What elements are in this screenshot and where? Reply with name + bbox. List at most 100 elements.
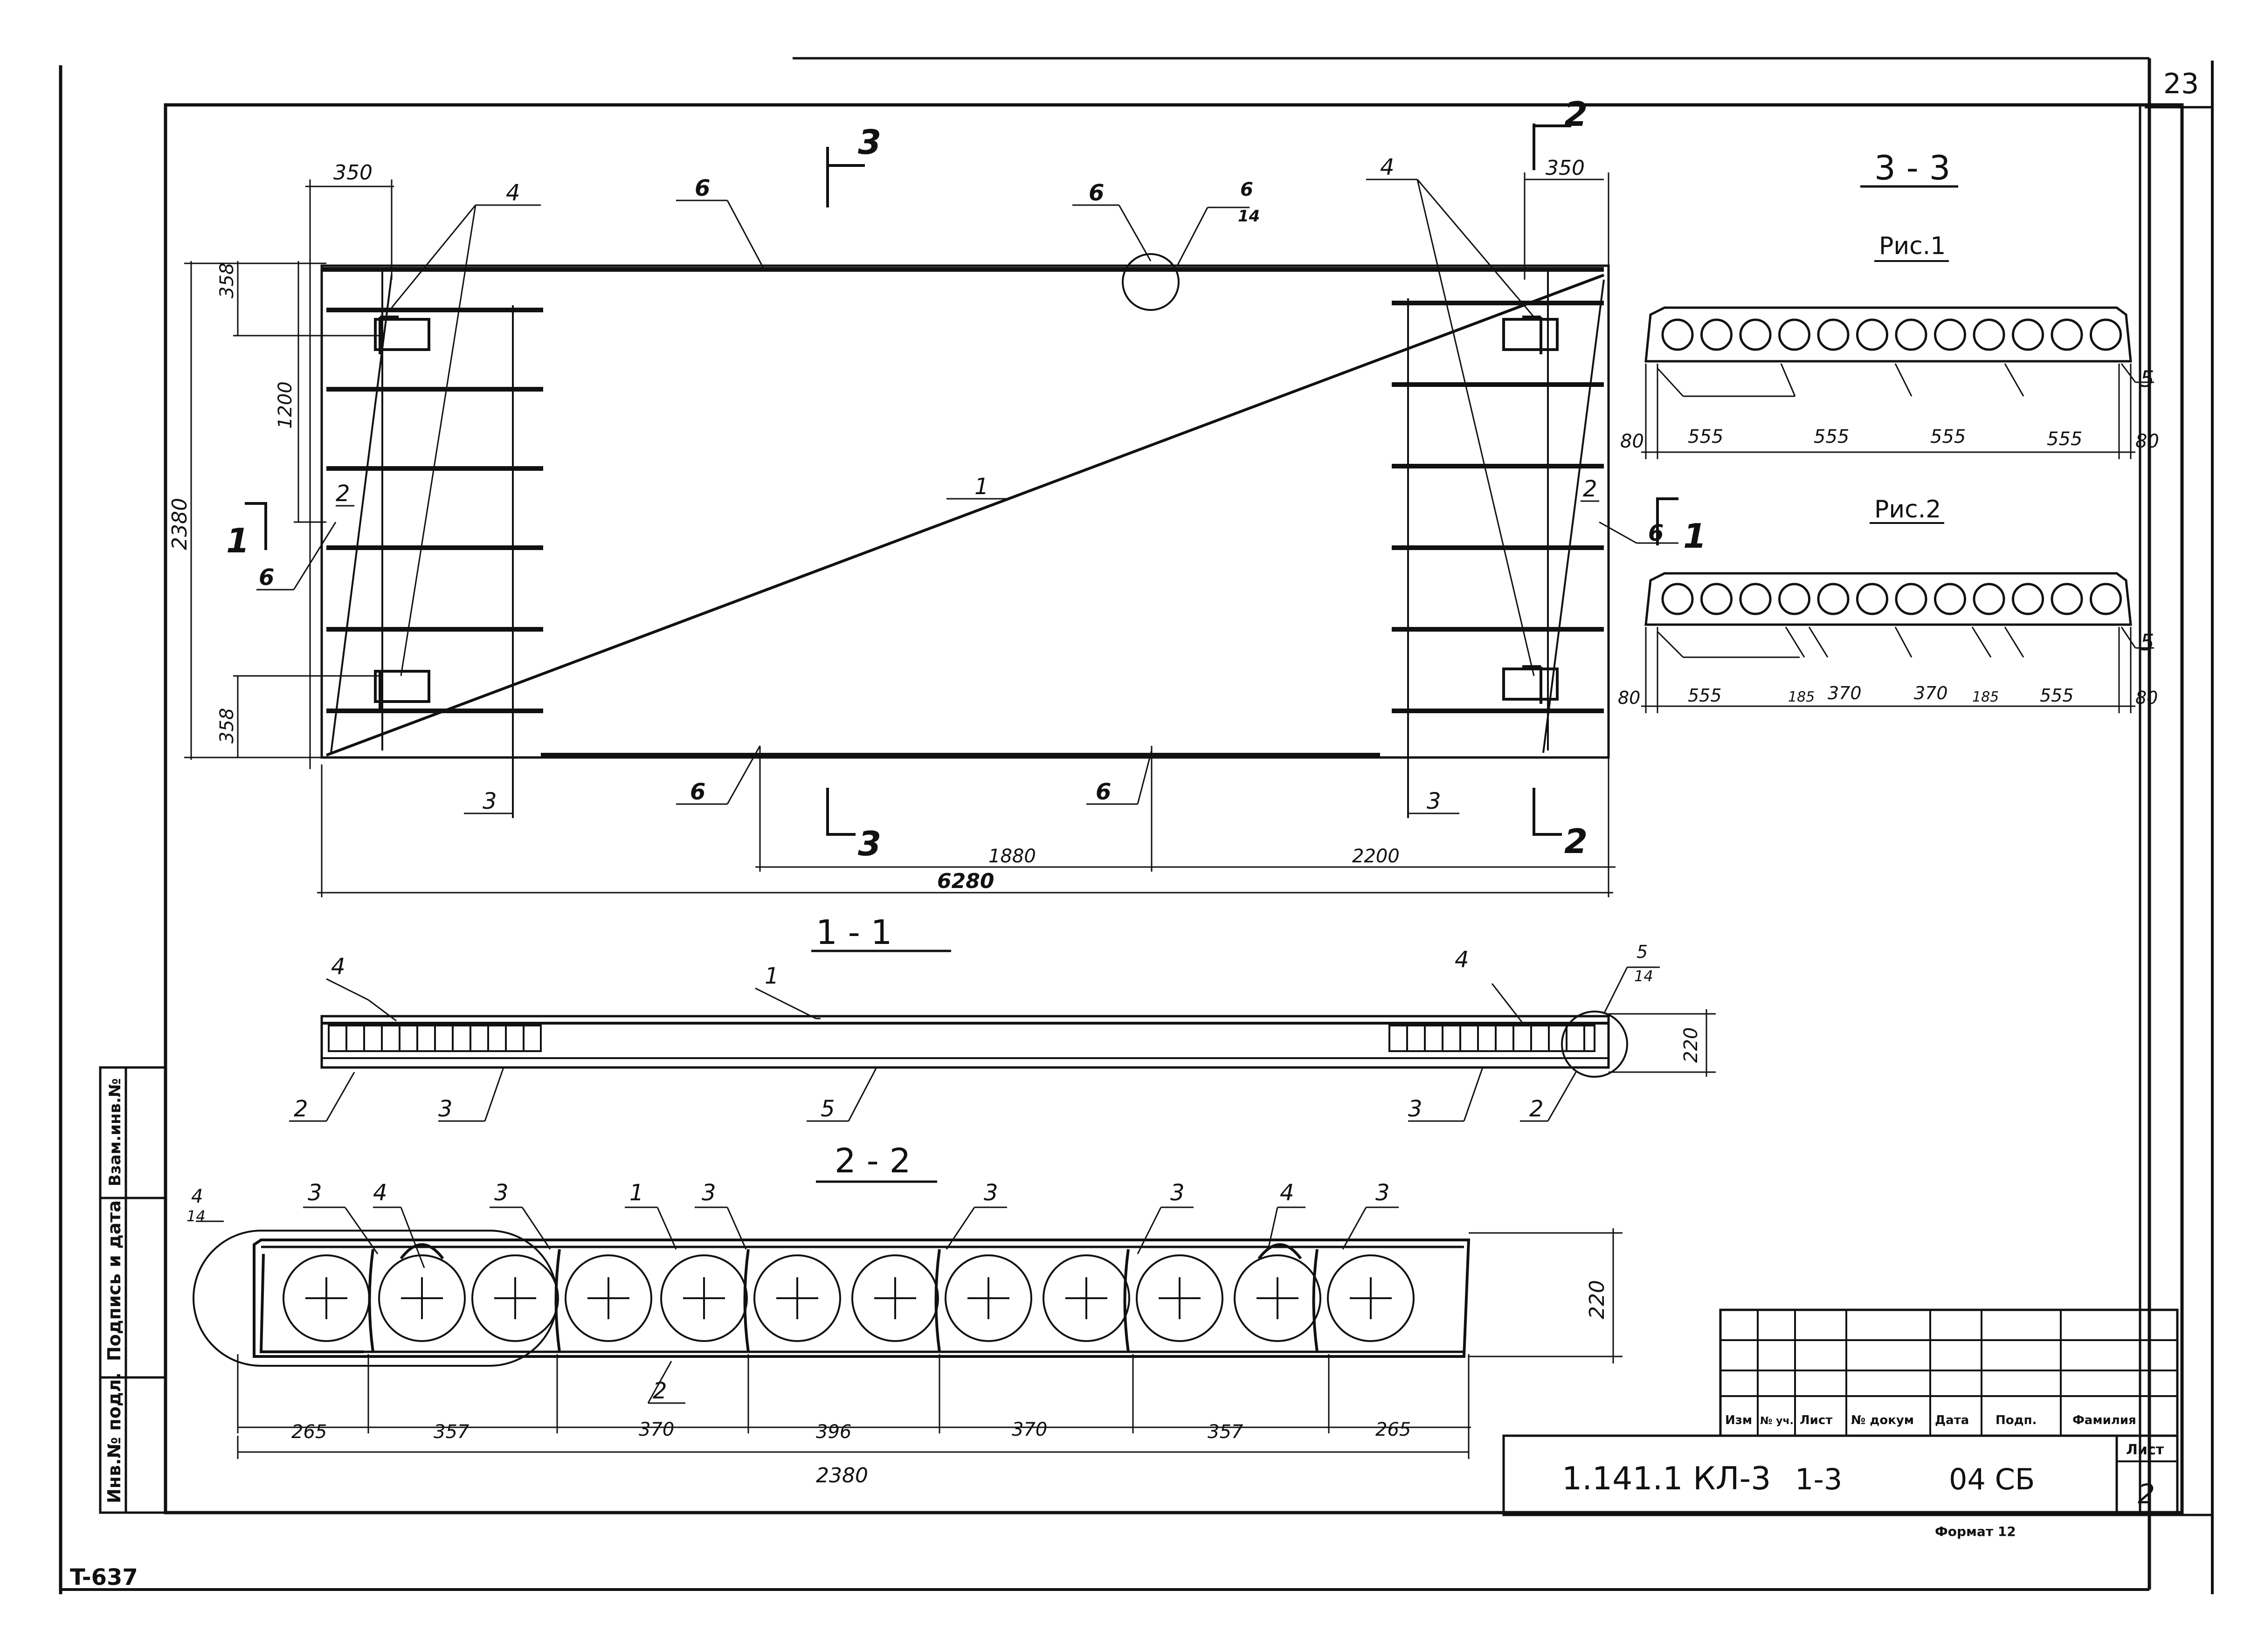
s22-dim-total: 2380 bbox=[816, 1464, 868, 1487]
void-circle bbox=[660, 1254, 748, 1342]
plan-view bbox=[184, 124, 1678, 897]
s22-dim-357-a: 357 bbox=[434, 1421, 470, 1443]
void-circle bbox=[2090, 318, 2122, 351]
void-circle bbox=[2012, 583, 2044, 615]
fig-1-title: Рис.1 bbox=[1879, 232, 1946, 260]
cage-web bbox=[743, 1249, 750, 1352]
s11-callout-3-right: 3 bbox=[1408, 1096, 1422, 1122]
s22-callout-3-e: 3 bbox=[1170, 1180, 1185, 1206]
s22-callout-4-frac-num: 4 bbox=[191, 1186, 203, 1207]
side-stamp-row-3: Инв.№ подл. bbox=[104, 1372, 124, 1503]
lifting-loop-icon bbox=[374, 316, 1559, 709]
callout-1: 1 bbox=[974, 474, 989, 500]
fig2-dim-555-1: 555 bbox=[1688, 685, 1722, 706]
void-circle bbox=[1973, 318, 2005, 351]
dim-2380: 2380 bbox=[168, 498, 192, 550]
section-3-3-title: 3 - 3 bbox=[1874, 148, 1950, 187]
void-circle bbox=[851, 1254, 939, 1342]
s11-callout-5: 5 bbox=[821, 1096, 835, 1122]
fig2-dim-370-2: 370 bbox=[1914, 683, 1948, 703]
format-label: Формат 12 bbox=[1935, 1524, 2016, 1539]
void-circle bbox=[1739, 318, 1772, 351]
sheet-number: 2 bbox=[2138, 1478, 2155, 1510]
void-circle bbox=[945, 1254, 1032, 1342]
stamp-code: T-637 bbox=[70, 1564, 138, 1590]
s22-dim-370-a: 370 bbox=[639, 1419, 674, 1440]
dim-358-bottom: 358 bbox=[216, 708, 238, 743]
fig2-dim-555-2: 555 bbox=[2040, 685, 2074, 706]
plan-dim-lines-bottom bbox=[317, 746, 1616, 897]
callout-6-left: 6 bbox=[259, 564, 274, 591]
callout-3-left: 3 bbox=[483, 788, 497, 814]
mesh-frame bbox=[1388, 1025, 1595, 1052]
void-circle bbox=[1739, 583, 1772, 615]
cage-web bbox=[554, 1249, 561, 1352]
s22-callout-3-d: 3 bbox=[984, 1180, 998, 1206]
plan-dim-lines-right bbox=[1524, 172, 1609, 774]
section-mark-2-bottom: 2 bbox=[1564, 822, 1588, 861]
void-circle bbox=[471, 1254, 559, 1342]
void-circle bbox=[1136, 1254, 1223, 1342]
section-mark-3-bottom: 3 bbox=[858, 824, 881, 863]
fig1-dim-555-4: 555 bbox=[2047, 428, 2082, 450]
callout-6-top-mid: 6 bbox=[1089, 180, 1104, 206]
dim-358-top: 358 bbox=[216, 263, 238, 298]
fig-2-slab bbox=[1641, 572, 2154, 713]
void-circle bbox=[1856, 583, 1888, 615]
tb-header-familiya: Фамилия bbox=[2072, 1413, 2136, 1427]
void-circle bbox=[1895, 318, 1927, 351]
callout-6-top-left: 6 bbox=[695, 175, 710, 201]
void-circle bbox=[2090, 583, 2122, 615]
fig1-callout-5: 5 bbox=[2140, 366, 2154, 392]
section-2-2-title: 2 - 2 bbox=[835, 1141, 911, 1180]
left-mesh bbox=[326, 308, 543, 713]
side-stamp bbox=[99, 1066, 167, 1514]
lifting-loop bbox=[1257, 1243, 1302, 1260]
void-circle bbox=[1934, 318, 1966, 351]
cage-web bbox=[368, 1249, 374, 1352]
callout-4-left: 4 bbox=[506, 180, 520, 206]
plan-diagonal bbox=[325, 274, 1605, 757]
s22-callout-3-c: 3 bbox=[702, 1180, 716, 1206]
fig2-dim-185-1: 185 bbox=[1788, 689, 1815, 705]
fig2-dim-370-1: 370 bbox=[1828, 683, 1862, 703]
dim-2200: 2200 bbox=[1352, 846, 1400, 867]
s22-callout-4-frac-den: 14 bbox=[186, 1207, 206, 1225]
cage-web bbox=[934, 1249, 941, 1352]
section-mark-1-right: 1 bbox=[1683, 516, 1706, 556]
section-2-2-outline bbox=[253, 1239, 1471, 1358]
void-circle bbox=[1700, 583, 1733, 615]
fig1-dim-80-right: 80 bbox=[2135, 431, 2159, 452]
side-stamp-row-2: Подпись и дата bbox=[104, 1200, 124, 1361]
void-circle bbox=[1700, 318, 1733, 351]
right-mesh bbox=[1392, 301, 1604, 713]
void-circle bbox=[378, 1254, 466, 1342]
s11-callout-2-right: 2 bbox=[1529, 1096, 1544, 1122]
detail-circle bbox=[1122, 253, 1180, 311]
s11-dim-220: 220 bbox=[1680, 1027, 1702, 1063]
sheet-label: Лист bbox=[2126, 1442, 2164, 1458]
fig-1-slab bbox=[1641, 306, 2154, 459]
tb-header-list: Лист bbox=[1800, 1413, 1832, 1427]
void-circle bbox=[1778, 318, 1810, 351]
void-circle bbox=[1973, 583, 2005, 615]
section-mark-3-top: 3 bbox=[858, 123, 881, 162]
callout-6-bottom-mid: 6 bbox=[1096, 779, 1111, 805]
callout-6-frac-num: 6 bbox=[1240, 179, 1253, 200]
dim-350-right: 350 bbox=[1546, 156, 1585, 180]
dim-1200: 1200 bbox=[275, 381, 296, 429]
tb-header-no-dokum: № докум bbox=[1851, 1413, 1914, 1427]
callout-2-left: 2 bbox=[336, 481, 350, 507]
callout-2-right: 2 bbox=[1583, 476, 1597, 502]
section-2-2: 2 - 2 bbox=[186, 1141, 1623, 1487]
fig2-callout-5: 5 bbox=[2140, 630, 2154, 656]
void-circle bbox=[1895, 583, 1927, 615]
s22-callout-3-a: 3 bbox=[308, 1180, 322, 1206]
void-circle bbox=[1043, 1254, 1130, 1342]
s22-dim-220: 220 bbox=[1585, 1280, 1609, 1319]
section-mark-lines bbox=[245, 124, 1678, 836]
callout-6-frac-den: 14 bbox=[1238, 207, 1260, 226]
side-stamp-row-1: Взам.инв.№ bbox=[106, 1078, 124, 1186]
fig1-dim-555-3: 555 bbox=[1930, 426, 1966, 447]
callout-6-right: 6 bbox=[1648, 520, 1664, 546]
